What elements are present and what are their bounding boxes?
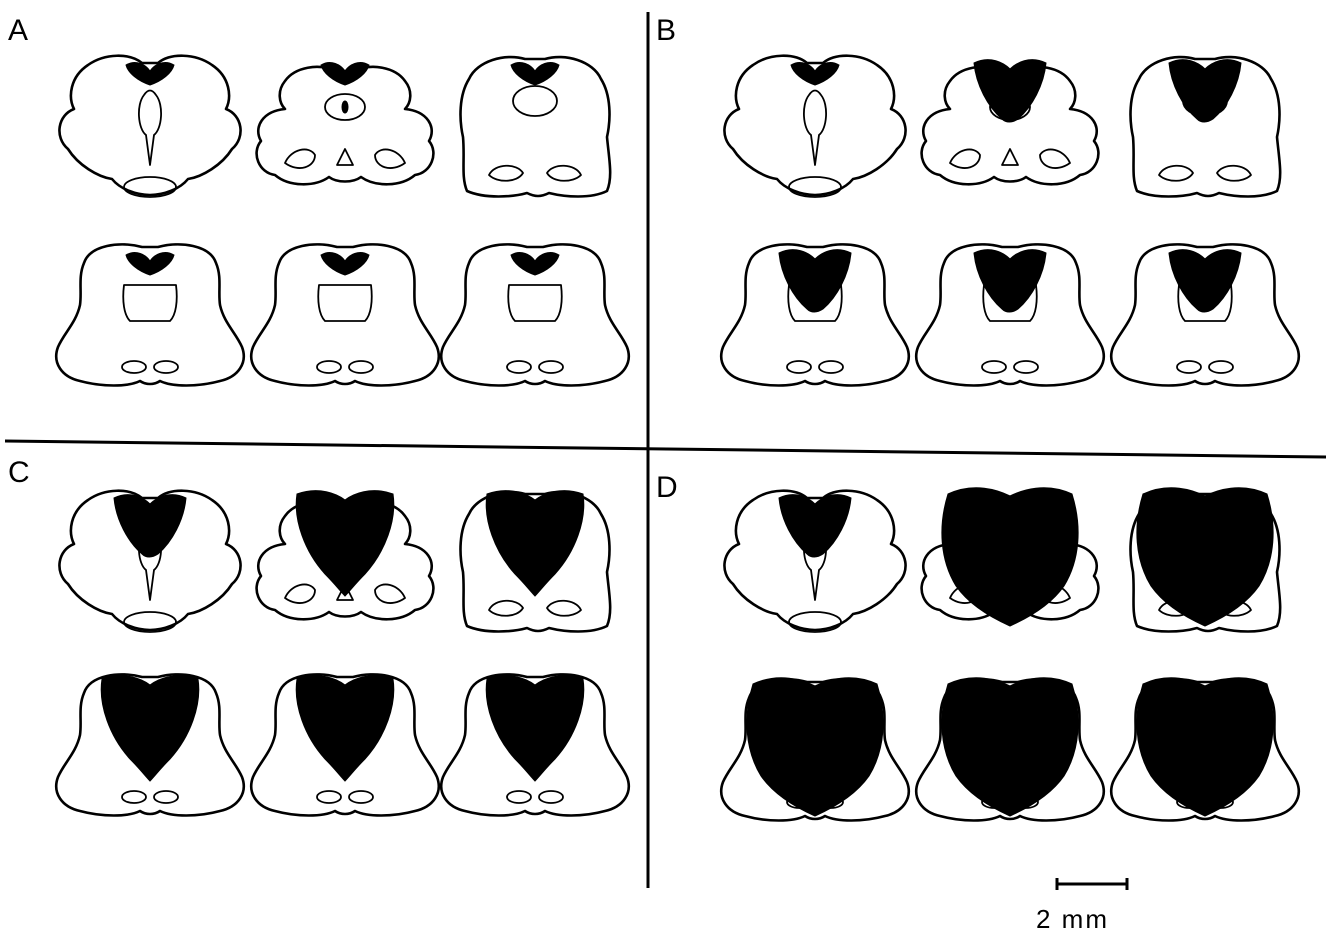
section-d-2-3 — [1111, 678, 1298, 821]
section-c-2-1 — [56, 674, 243, 815]
section-c-1-2 — [257, 491, 434, 620]
section-a-2-2 — [251, 244, 438, 385]
section-c-2-2 — [251, 674, 438, 815]
section-a-1-2 — [257, 63, 434, 185]
section-c-1-3 — [461, 491, 611, 632]
section-d-2-2 — [916, 678, 1103, 821]
section-b-1-1 — [724, 56, 905, 197]
section-a-1-3 — [461, 57, 611, 196]
section-b-2-3 — [1111, 244, 1298, 385]
section-b-2-2 — [916, 244, 1103, 385]
panel-label-c: C — [8, 456, 30, 489]
scale-bar-label: 2 mm — [1036, 904, 1109, 934]
horizontal-divider — [5, 441, 1326, 457]
panel-label-b: B — [656, 14, 676, 47]
section-b-2-1 — [721, 244, 908, 385]
panel-label-a: A — [8, 14, 28, 47]
panel-label-d: D — [656, 471, 678, 504]
aqueduct — [1007, 101, 1013, 113]
section-a-1-1 — [59, 56, 240, 197]
section-c-2-3 — [441, 674, 628, 815]
section-d-1-1 — [724, 491, 905, 632]
section-b-1-2 — [922, 60, 1099, 185]
section-b-1-3 — [1131, 57, 1281, 196]
section-c-1-1 — [59, 491, 240, 632]
scale-bar: 2 mm — [1036, 878, 1127, 934]
section-a-2-1 — [56, 244, 243, 385]
section-a-2-3 — [441, 244, 628, 385]
section-d-2-1 — [721, 678, 908, 821]
brain-sections-group — [56, 56, 1298, 821]
aqueduct — [342, 101, 348, 113]
section-d-1-3 — [1131, 488, 1281, 632]
section-d-1-2 — [922, 488, 1099, 626]
